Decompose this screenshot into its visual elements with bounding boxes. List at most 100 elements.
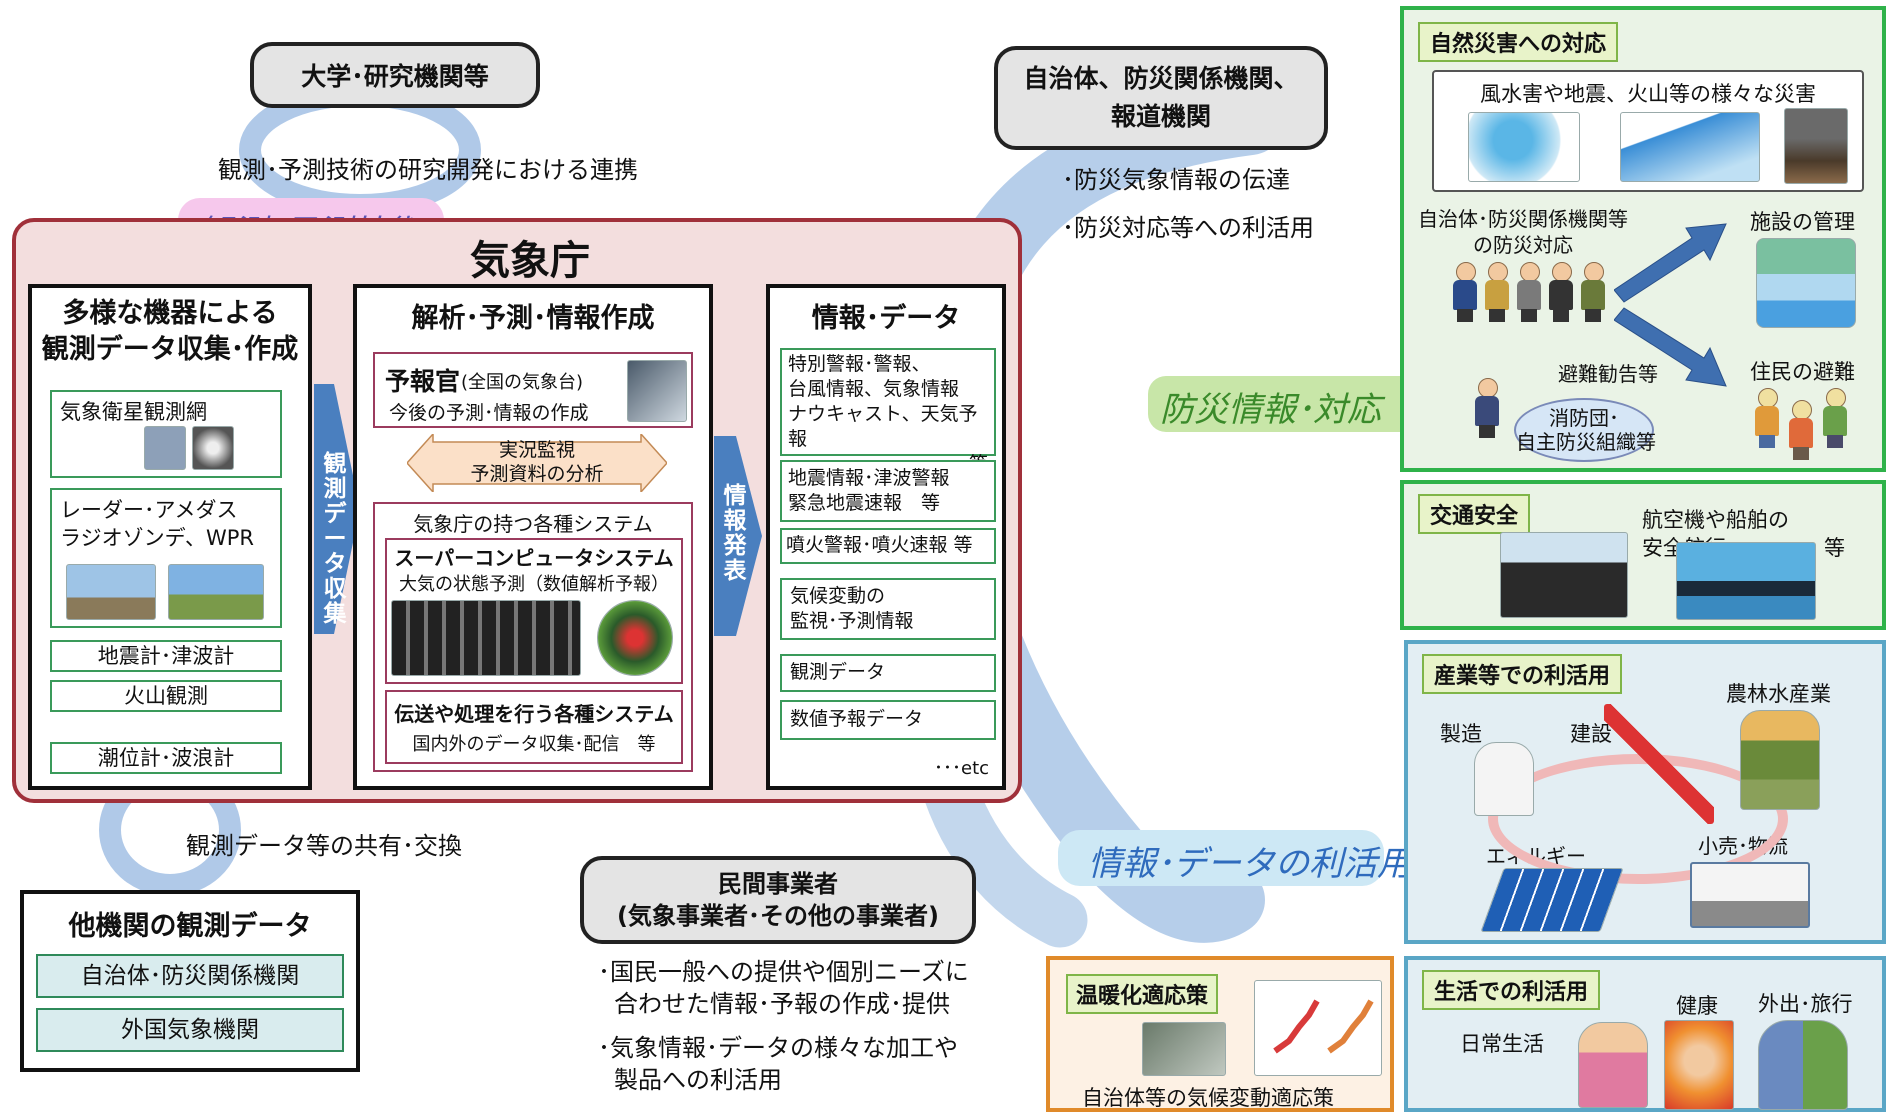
- response-arrows: [1614, 223, 1727, 387]
- local-gov-bullet-2: ･防災対応等への利活用: [1062, 214, 1314, 242]
- warning-line-3: ナウキャスト、天気予報: [788, 403, 978, 450]
- typhoon-image-icon: [192, 426, 234, 470]
- warming-section: 温暖化適応策 自治体等の気候変動適応策: [1046, 956, 1394, 1112]
- transfer-title: 伝送や処理を行う各種システム: [394, 702, 674, 726]
- city-photo-icon: [1142, 1022, 1226, 1076]
- university-caption: 観測･予測技術の研究開発における連携: [218, 156, 638, 184]
- obs-data-arrow-label: 観測データ収集: [323, 451, 347, 627]
- local-gov-bullet-1: ･防災気象情報の伝達: [1062, 166, 1290, 194]
- residents-label: 住民の避難: [1750, 360, 1855, 384]
- systems-box: 気象庁の持つ各種システム スーパーコンピュータシステム 大気の状態予測（数値解析…: [373, 502, 693, 772]
- satellite-icon: [144, 426, 186, 470]
- health-label: 健康: [1676, 994, 1718, 1018]
- living-tag: 生活での利活用: [1422, 970, 1601, 1010]
- analysis-column: 解析･予測･情報作成 予報官 (全国の気象台) 今後の予測･情報の作成 実況監視…: [353, 284, 713, 790]
- delivery-truck-icon: [1690, 862, 1810, 928]
- industry-section: 産業等での利活用 農林水産業 製造 建設 エネルギー 小売･物流: [1404, 640, 1886, 944]
- forecaster-title: 予報官: [385, 367, 461, 396]
- globe-model-icon: [597, 600, 673, 676]
- monitor-line-2: 予測資料の分析: [470, 463, 604, 485]
- response-line-1: 自治体･防災関係機関等: [1418, 207, 1628, 231]
- volcano-icon: [1784, 108, 1848, 184]
- climate-line-2: 監視･予測情報: [790, 610, 914, 632]
- monitor-double-arrow: [407, 434, 667, 492]
- factory-worker-icon: [1474, 742, 1534, 816]
- university-box: 大学･研究機関等: [250, 42, 540, 108]
- japan-map-icon: [1273, 999, 1374, 1054]
- firefighter-figure-icon: [1484, 262, 1510, 322]
- resident-figure-icon-2: [1788, 400, 1814, 460]
- private-bullet2-2: 製品への利活用: [614, 1066, 782, 1094]
- traffic-section: 交通安全 航空機や船舶の 安全航行 等: [1400, 480, 1886, 630]
- traffic-tag: 交通安全: [1418, 494, 1531, 534]
- private-sector-box: 民間事業者 (気象事業者･その他の事業者): [580, 856, 976, 944]
- climate-line-1: 気候変動の: [790, 585, 886, 607]
- data-use-label: 情報･データの利活用: [1088, 844, 1411, 884]
- disaster-label: 防災情報･対応: [1160, 390, 1381, 430]
- heatstroke-icon: [1664, 1020, 1734, 1110]
- laundry-person-icon: [1578, 1022, 1648, 1108]
- fire-brigade-figure-icon: [1474, 378, 1500, 438]
- climate-map-icon: [1254, 980, 1382, 1076]
- forecaster-box: 予報官 (全国の気象台) 今後の予測･情報の作成: [373, 352, 693, 428]
- dam-icon: [1756, 238, 1856, 328]
- hazards-box: 風水害や地震、火山等の様々な災害: [1432, 70, 1864, 192]
- crane-icon: [1604, 704, 1714, 824]
- private-bullet1-2: 合わせた情報･予報の作成･提供: [614, 990, 950, 1018]
- info-title: 情報･データ: [811, 303, 961, 334]
- supercomputer-desc: 大気の状態予測（数値解析予報）: [399, 574, 669, 595]
- hazards-label: 風水害や地震、火山等の様々な災害: [1480, 82, 1816, 106]
- soldier-figure-icon: [1580, 262, 1606, 322]
- supercomputer-title: スーパーコンピュータシステム: [394, 546, 674, 570]
- living-section: 生活での利活用 健康 外出･旅行 日常生活: [1404, 956, 1886, 1112]
- quake-line-1: 地震情報･津波警報: [788, 467, 950, 489]
- other-obs-title: 他機関の観測データ: [68, 911, 312, 942]
- share-caption: 観測データ等の共有･交換: [186, 832, 462, 860]
- response-label: 自治体･防災関係機関等 の防災対応: [1418, 206, 1628, 258]
- industry-tag: 産業等での利活用: [1422, 654, 1623, 694]
- monitor-line-1: 実況監視: [498, 439, 575, 461]
- solar-panel-icon: [1480, 868, 1624, 932]
- staff-figure-icon: [1548, 262, 1574, 322]
- seismo-box: 地震計･津波計: [50, 640, 282, 672]
- warming-tag: 温暖化適応策: [1066, 974, 1219, 1014]
- official-figure-icon: [1516, 262, 1542, 322]
- ship-icon: [1676, 542, 1816, 620]
- transfer-box: 伝送や処理を行う各種システム 国内外のデータ収集･配信 等: [385, 690, 683, 764]
- monitor-label: 実況監視 予測資料の分析: [407, 438, 667, 486]
- data-use-badge: [1058, 830, 1384, 886]
- jma-title: 気象庁: [470, 238, 590, 284]
- info-release-arrow-label: 情報発表: [723, 483, 747, 584]
- farmer-icon: [1740, 710, 1820, 810]
- private-bullets: ･国民一般への提供や個別ニーズに 合わせた情報･予報の作成･提供 ･気象情報･デ…: [598, 956, 969, 1096]
- obs-data-arrow: [314, 384, 360, 634]
- info-release-arrow: [714, 436, 762, 636]
- private-title-2: (気象事業者･その他の事業者): [617, 902, 939, 930]
- obs-data-box: 観測データ: [780, 654, 996, 692]
- fire-brigade-bubble: 消防団･ 自主防災組織等: [1514, 398, 1656, 462]
- police-figure-icon: [1452, 262, 1478, 322]
- analysis-title: 解析･予測･情報作成: [411, 303, 655, 334]
- daily-life-label: 日常生活: [1460, 1032, 1544, 1056]
- satellite-box: 気象衛星観測網: [50, 390, 282, 478]
- quake-info-box: 地震情報･津波警報 緊急地震速報 等: [780, 460, 996, 522]
- traffic-desc-etc: 等: [1824, 536, 1845, 560]
- private-bullet1-1: ･国民一般への提供や個別ニーズに: [598, 958, 969, 986]
- systems-header: 気象庁の持つ各種システム: [413, 512, 653, 536]
- resident-figure-icon-1: [1754, 388, 1780, 448]
- eruption-info-box: 噴火警報･噴火速報 等: [780, 528, 996, 564]
- climate-info-box: 気候変動の 監視･予測情報: [780, 578, 996, 640]
- volcano-box: 火山観測: [50, 680, 282, 712]
- traffic-desc-1: 航空機や船舶の: [1642, 508, 1789, 532]
- local-gov-box: 自治体、防災関係機関、 報道機関: [994, 46, 1328, 150]
- fire-brigade-line-1: 消防団･: [1549, 406, 1619, 430]
- natural-disaster-tag: 自然災害への対応: [1418, 22, 1619, 62]
- local-gov-title-2: 報道機関: [1110, 102, 1211, 131]
- nwp-data-box: 数値予報データ: [780, 700, 996, 740]
- forecaster-photo-icon: [627, 360, 687, 422]
- obs-column: 多様な機器による 観測データ収集･作成 気象衛星観測網 レーダー･アメダス ラジ…: [28, 284, 312, 790]
- warning-info-box: 特別警報･警報、 台風情報、気象情報 ナウキャスト、天気予報 等: [780, 348, 996, 475]
- satellite-label: 気象衛星観測網: [60, 400, 207, 424]
- fire-brigade-line-2: 自主防災組織等: [1516, 430, 1656, 454]
- facility-label: 施設の管理: [1750, 210, 1855, 234]
